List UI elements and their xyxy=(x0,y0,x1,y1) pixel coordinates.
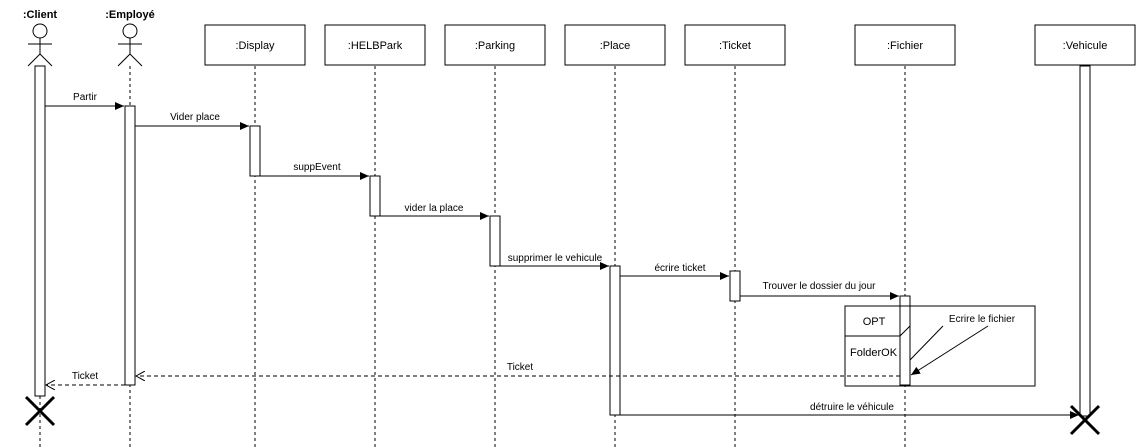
destroy-client-icon xyxy=(24,395,56,427)
activation-employe xyxy=(124,105,136,386)
message-vider-place: Vider place xyxy=(135,112,249,130)
message-partir: Partir xyxy=(45,92,124,110)
activation-helbpark xyxy=(369,175,381,217)
message-ecrire-ticket-label: écrire ticket xyxy=(654,263,705,274)
object-parking: :Parking xyxy=(444,24,546,66)
message-ecrire-fichier-label: Ecrire le fichier xyxy=(949,314,1016,325)
message-trouver-dossier-label: Trouver le dossier du jour xyxy=(762,281,876,292)
opt-guard-label: FolderOK xyxy=(850,347,898,359)
message-partir-label: Partir xyxy=(73,92,98,103)
opt-operator-label: OPT xyxy=(863,316,886,328)
object-fichier-label: :Fichier xyxy=(887,40,923,52)
message-ecrire-ticket: écrire ticket xyxy=(620,263,729,280)
message-suppevent: suppEvent xyxy=(260,162,369,180)
message-ecrire-fichier: Ecrire le fichier xyxy=(909,314,1016,376)
object-display: :Display xyxy=(204,24,306,66)
object-parking-label: :Parking xyxy=(475,40,515,52)
message-detruire-vehicule-label: détruire le véhicule xyxy=(810,402,894,413)
object-place-label: :Place xyxy=(600,40,631,52)
message-ticket-return-employe: Ticket xyxy=(136,362,900,376)
message-supprimer-vehicule: supprimer le vehicule xyxy=(500,253,609,270)
object-ticket-label: :Ticket xyxy=(719,40,751,52)
actor-client-label: :Client xyxy=(23,9,58,21)
message-supprimer-vehicule-label: supprimer le vehicule xyxy=(508,253,603,264)
actor-client-head xyxy=(32,23,48,39)
object-vehicule: :Vehicule xyxy=(1034,24,1136,66)
activation-client xyxy=(34,65,46,397)
object-helbpark: :HELBPark xyxy=(324,24,426,66)
message-ticket-return-client: Ticket xyxy=(46,371,125,385)
message-detruire-vehicule: détruire le véhicule xyxy=(620,402,1079,419)
activation-fichier xyxy=(899,295,911,386)
object-vehicule-label: :Vehicule xyxy=(1063,40,1108,52)
object-helbpark-label: :HELBPark xyxy=(348,40,403,52)
message-trouver-dossier: Trouver le dossier du jour xyxy=(740,281,899,300)
object-fichier: :Fichier xyxy=(854,24,956,66)
message-vider-la-place-label: vider la place xyxy=(405,203,464,214)
lifelines xyxy=(39,66,906,447)
opt-frame xyxy=(844,305,1036,387)
actor-employe xyxy=(117,23,143,67)
activations xyxy=(34,65,1091,417)
opt-operator-tab xyxy=(845,306,911,337)
actor-client xyxy=(27,23,53,67)
activation-vehicule xyxy=(1079,65,1091,417)
activation-ticket xyxy=(729,270,741,302)
message-ticket-return-client-label: Ticket xyxy=(72,371,99,382)
activation-parking xyxy=(489,215,501,267)
message-suppevent-label: suppEvent xyxy=(293,162,340,173)
message-vider-la-place: vider la place xyxy=(380,203,489,220)
activation-place xyxy=(609,265,621,416)
opt-fragment: OPT FolderOK xyxy=(844,305,1036,387)
actor-employe-head xyxy=(122,23,138,39)
message-vider-place-label: Vider place xyxy=(170,112,220,123)
message-ticket-return-employe-label: Ticket xyxy=(507,362,534,373)
object-display-label: :Display xyxy=(235,40,275,52)
object-ticket: :Ticket xyxy=(684,24,786,66)
destroy-vehicule-icon xyxy=(1069,404,1101,436)
activation-display xyxy=(249,125,261,177)
actor-employe-label: :Employé xyxy=(105,9,155,21)
object-place: :Place xyxy=(564,24,666,66)
